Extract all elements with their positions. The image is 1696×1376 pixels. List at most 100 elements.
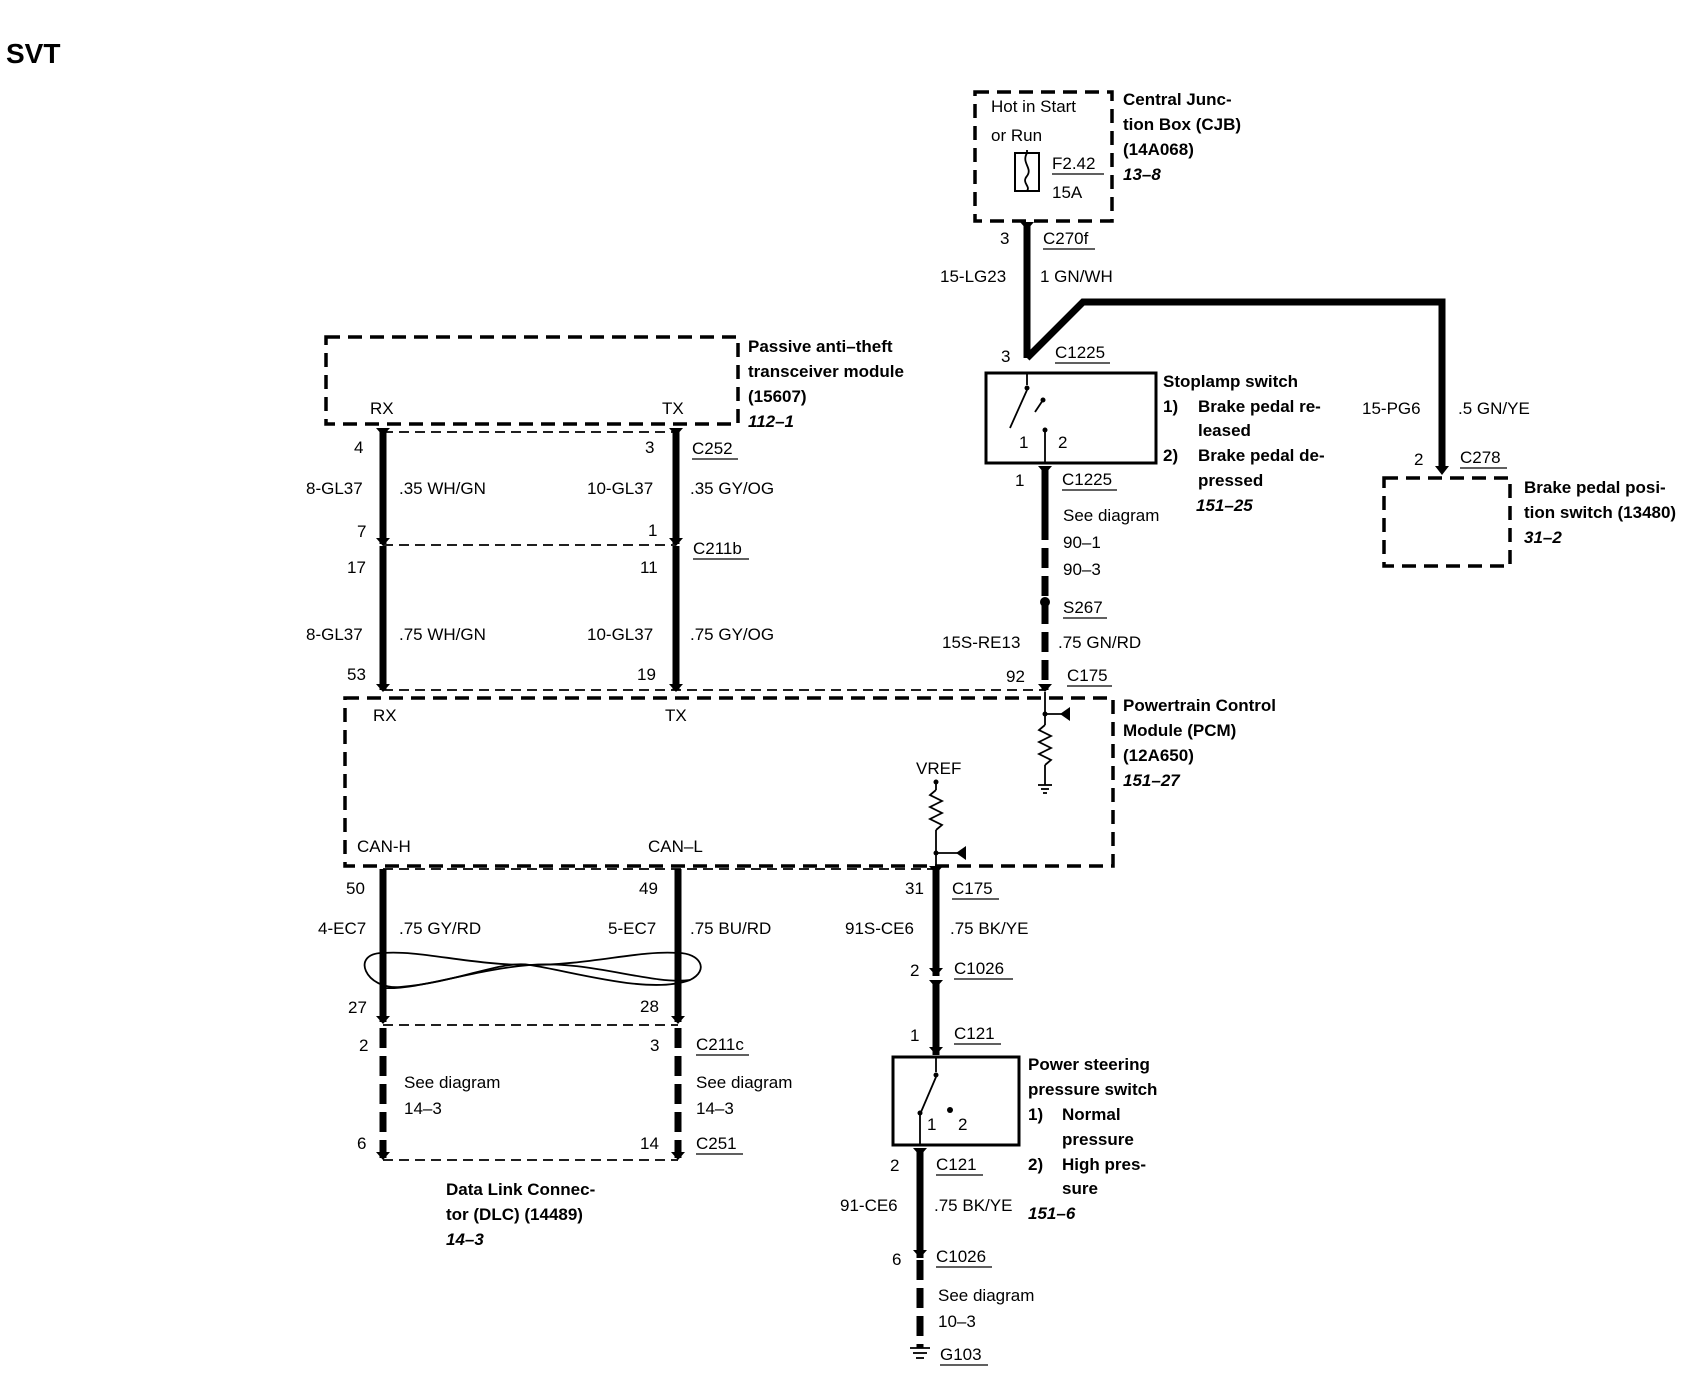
ps-state2-num: 2): [1028, 1155, 1043, 1174]
data-link-connector: Data Link Connec- tor (DLC) (14489) 14–3: [446, 1180, 595, 1249]
c211c-h-in: 27: [348, 998, 367, 1017]
ps-wire-circuit: 91S-CE6: [845, 919, 914, 938]
rx-wire-color-2: .75 WH/GN: [399, 625, 486, 644]
pcm-canl-pin: 49: [639, 879, 658, 898]
pcm-outline: [343, 696, 1115, 868]
dlc-h-pin: 6: [357, 1134, 366, 1153]
rx-wire-circuit-2: 8-GL37: [306, 625, 363, 644]
stoplamp-see-diagram: See diagram: [1063, 506, 1159, 525]
ps-pos2: 2: [958, 1115, 967, 1134]
page-title: SVT: [6, 38, 60, 69]
bpp-wire-circuit: 15-PG6: [1362, 399, 1421, 418]
c211c-label: C211c: [696, 1035, 744, 1054]
bpp-wire-color: .5 GN/YE: [1458, 399, 1530, 418]
pcm-ref: 151–27: [1123, 771, 1181, 790]
canl-see-diagram: See diagram: [696, 1073, 792, 1092]
passive-anti-theft-module: RX TX Passive anti–theft transceiver mod…: [324, 335, 904, 431]
stoplamp-state2-line2: pressed: [1198, 471, 1263, 490]
c251-label: C251: [696, 1134, 737, 1153]
stoplamp-state2-num: 2): [1163, 446, 1178, 465]
stoplamp-state2-line1: Brake pedal de-: [1198, 446, 1325, 465]
stoplamp-state1-line2: leased: [1198, 421, 1251, 440]
bpp-name-line1: Brake pedal posi-: [1524, 478, 1666, 497]
ps-name-line1: Power steering: [1028, 1055, 1150, 1074]
pats-name-line1: Passive anti–theft: [748, 337, 893, 356]
ps-state1-line1: Normal: [1062, 1105, 1121, 1124]
pcm-stop-pin: 92: [1006, 667, 1025, 686]
c211c-l-in: 28: [640, 997, 659, 1016]
stoplamp-top-pin: 3: [1001, 347, 1010, 366]
stoplamp-state1-num: 1): [1163, 397, 1178, 416]
cjb-outline: [973, 90, 1114, 223]
canh-see-diagram: See diagram: [404, 1073, 500, 1092]
stoplamp-name: Stoplamp switch: [1163, 372, 1298, 391]
stoplamp-ref: 151–25: [1196, 496, 1253, 515]
ground-wire-color: .75 BK/YE: [934, 1196, 1012, 1215]
canl-see-ref: 14–3: [696, 1099, 734, 1118]
ground-see-diagram: See diagram: [938, 1286, 1034, 1305]
canh-wire-circuit: 4-EC7: [318, 919, 366, 938]
pcm-tx-label: TX: [665, 706, 687, 725]
dlc-name-line2: tor (DLC) (14489): [446, 1205, 583, 1224]
ps-bottom-pin: 2: [890, 1156, 899, 1175]
cjb-ref: 13–8: [1123, 165, 1161, 184]
bpp-name-line2: tion switch (13480): [1524, 503, 1676, 522]
fuse-id: F2.42: [1052, 154, 1095, 173]
pcm-ps-input-arrow: [956, 846, 966, 860]
ps-wire-color: .75 BK/YE: [950, 919, 1028, 938]
stoplamp-see-ref2: 90–3: [1063, 560, 1101, 579]
cjb-name-line1: Central Junc-: [1123, 90, 1232, 109]
ground-icon: [910, 1347, 930, 1359]
dlc-l-pin: 14: [640, 1134, 659, 1153]
stoplamp-pos2: 2: [1058, 433, 1067, 452]
ground-see-ref: 10–3: [938, 1312, 976, 1331]
brake-pedal-position-switch: Brake pedal posi- tion switch (13480) 31…: [1382, 476, 1676, 568]
pcm-name-line1: Powertrain Control: [1123, 696, 1276, 715]
cjb-name-line3: (14A068): [1123, 140, 1194, 159]
pats-rx-pin: 4: [354, 438, 363, 457]
bpp-outline: [1382, 476, 1512, 568]
pcm-rx-label: RX: [373, 706, 397, 725]
twisted-pair-icon: [363, 952, 702, 988]
tx-wire-circuit-2: 10-GL37: [587, 625, 653, 644]
rx-wire-color-1: .35 WH/GN: [399, 479, 486, 498]
pcm-canl-label: CAN–L: [648, 837, 703, 856]
stoplamp-outline: [984, 371, 1158, 465]
canl-wire-circuit: 5-EC7: [608, 919, 656, 938]
dlc-ref: 14–3: [446, 1230, 484, 1249]
stoplamp-bottom-pin: 1: [1015, 471, 1024, 490]
cjb-wire-color: 1 GN/WH: [1040, 267, 1113, 286]
cjb-label-line2: or Run: [991, 126, 1042, 145]
rx-wire-circuit-1: 8-GL37: [306, 479, 363, 498]
c1026-label: C1026: [954, 959, 1004, 978]
canl-wire-color: .75 BU/RD: [690, 919, 771, 938]
c211c-h-out: 2: [359, 1036, 368, 1055]
ps-bottom-connector: C121: [936, 1155, 977, 1174]
central-junction-box: Hot in Start or Run F2.42 15A Central Ju…: [973, 90, 1241, 223]
ps-switch-outline: [891, 1055, 1021, 1147]
fuse-element: [1024, 152, 1030, 192]
ps-state1-num: 1): [1028, 1105, 1043, 1124]
ps-state2-line2: sure: [1062, 1179, 1098, 1198]
pcm-canh-pin: 50: [346, 879, 365, 898]
splice-s267: [1040, 597, 1050, 607]
pcm-ps-pin: 31: [905, 879, 924, 898]
canh-see-ref: 14–3: [404, 1099, 442, 1118]
tx-wire-circuit-1: 10-GL37: [587, 479, 653, 498]
pats-tx-pin: 3: [645, 438, 654, 457]
cjb-name-line2: tion Box (CJB): [1123, 115, 1241, 134]
fuse-rating: 15A: [1052, 183, 1083, 202]
c211b-rx-out: 17: [347, 558, 366, 577]
canh-wire-color: .75 GY/RD: [399, 919, 481, 938]
c1026-pin: 2: [910, 961, 919, 980]
stoplamp-bottom-connector: C1225: [1062, 470, 1112, 489]
bpp-ref: 31–2: [1524, 528, 1562, 547]
powertrain-control-module: RX TX CAN-H CAN–L VREF Powertrain Contro…: [343, 692, 1276, 868]
ps-pos1: 1: [927, 1115, 936, 1134]
pats-tx-label: TX: [662, 399, 684, 418]
c211b-rx-in: 7: [357, 522, 366, 541]
ps-state2-line1: High pres-: [1062, 1155, 1146, 1174]
tx-wire-color-2: .75 GY/OG: [690, 625, 774, 644]
pcm-name-line3: (12A650): [1123, 746, 1194, 765]
c121-top-pin: 1: [910, 1026, 919, 1045]
